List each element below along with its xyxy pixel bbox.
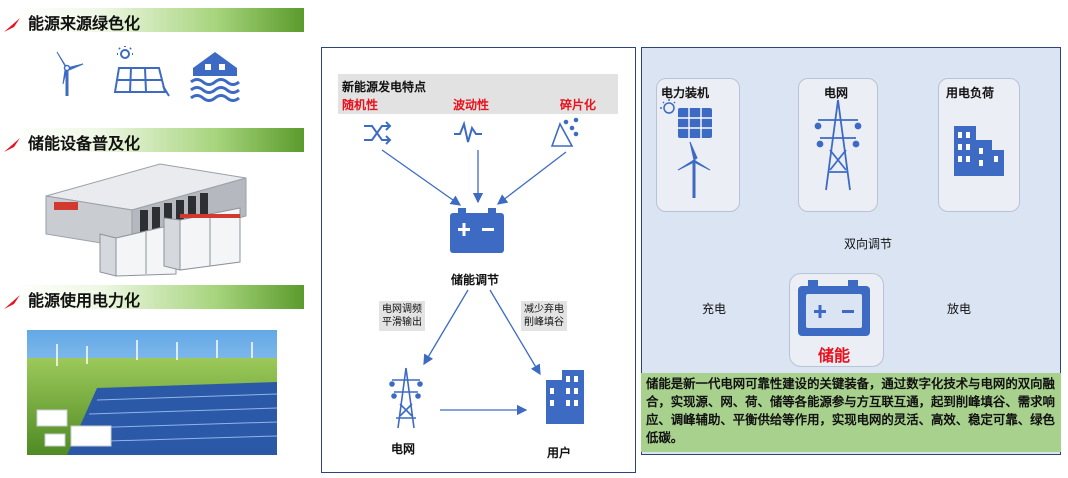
note-line: 平滑输出 — [382, 317, 422, 328]
solar-panel-icon — [113, 46, 170, 97]
grid-label: 电网 — [391, 442, 416, 456]
battery-icon — [450, 208, 504, 253]
waveform-icon — [454, 120, 482, 143]
red-flag-icon — [4, 18, 20, 32]
load-label: 用电负荷 — [946, 86, 995, 100]
section-title: 能源来源绿色化 — [28, 14, 141, 33]
hydro-icon — [190, 52, 240, 102]
solar-panel-icon — [678, 108, 712, 138]
section-header-green-energy: 能源来源绿色化 — [4, 8, 304, 33]
sun-icon — [660, 99, 676, 114]
note-frequency: 电网调频 平滑输出 — [379, 301, 425, 331]
feature-randomness: 随机性 — [342, 98, 379, 112]
user-label: 用户 — [547, 446, 572, 460]
feature-volatility: 波动性 — [453, 98, 490, 112]
note-line: 电网调频 — [382, 304, 422, 315]
generation-box — [656, 78, 740, 212]
red-flag-icon — [4, 138, 20, 152]
red-flag-icon — [4, 295, 20, 309]
note-peak-shaving: 减少弃电 削峰填谷 — [521, 301, 567, 331]
discharge-label: 放电 — [947, 302, 972, 316]
feature-fragmentation: 碎片化 — [560, 98, 597, 112]
building-icon — [546, 370, 584, 424]
storage-regulation-label: 储能调节 — [451, 273, 500, 287]
section-title: 能源使用电力化 — [28, 291, 141, 310]
shuffle-icon — [364, 121, 392, 145]
green-energy-icons — [56, 46, 240, 102]
features-heading: 新能源发电特点 — [342, 80, 427, 94]
battery-icon — [798, 280, 870, 336]
description-text: 储能是新一代电网可靠性建设的关键装备，通过数字化技术与电网的双向融合，实现源、网… — [641, 373, 1061, 452]
grid-label: 电网 — [824, 86, 849, 100]
generation-label: 电力装机 — [661, 86, 710, 100]
section-header-storage: 储能设备普及化 — [4, 128, 304, 153]
section-header-electrification: 能源使用电力化 — [4, 285, 304, 310]
feature-band — [338, 74, 618, 114]
transmission-tower-icon — [814, 99, 862, 191]
building-icon — [954, 126, 1004, 176]
note-line: 减少弃电 — [524, 304, 564, 315]
section-title: 储能设备普及化 — [28, 134, 141, 153]
wind-turbine-icon — [56, 51, 84, 96]
storage-equipment-image — [45, 163, 247, 277]
solar-farm-photo — [27, 330, 277, 455]
wind-turbine-icon — [677, 141, 711, 198]
note-line: 削峰填谷 — [524, 317, 564, 328]
transmission-tower-icon — [389, 367, 423, 429]
storage-label: 储能 — [818, 346, 851, 365]
bidirectional-label: 双向调节 — [844, 237, 893, 251]
charge-label: 充电 — [702, 302, 727, 316]
fragment-icon — [550, 117, 579, 147]
